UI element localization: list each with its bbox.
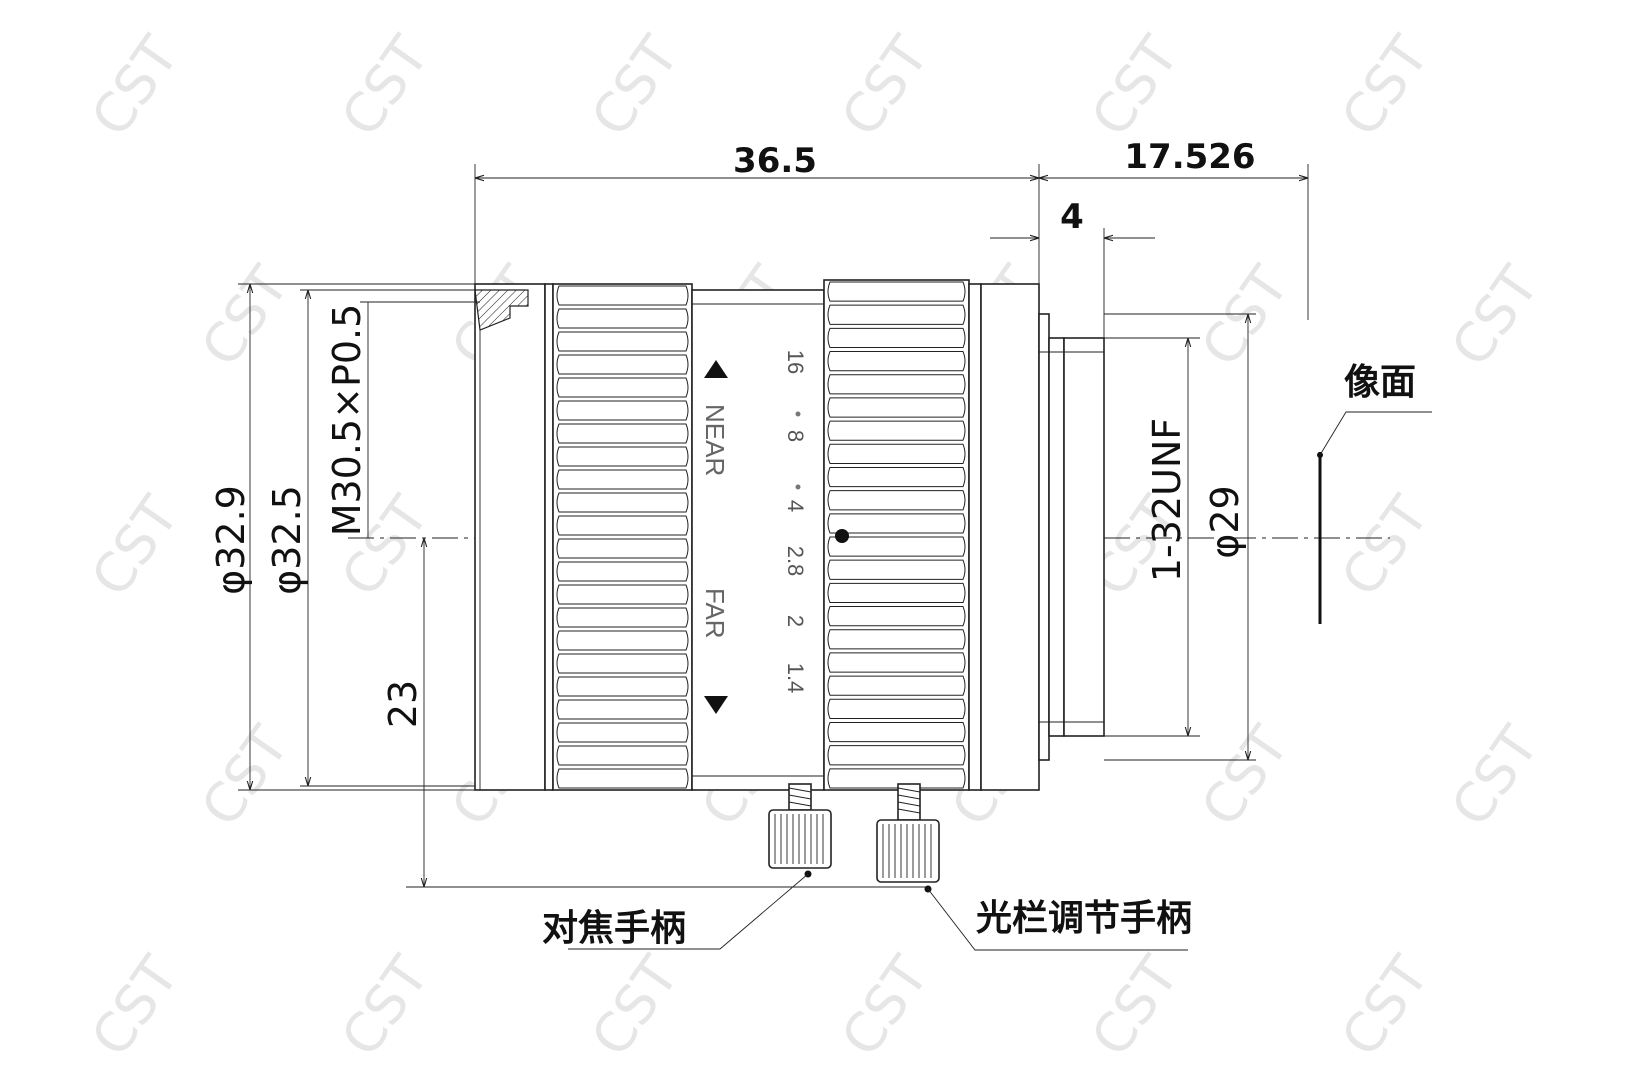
near-label: NEAR <box>700 404 730 476</box>
watermark-text: CST <box>1079 945 1191 1068</box>
label-image-plane: 像面 <box>1344 362 1416 403</box>
watermark-text: CST <box>79 485 191 608</box>
dim-mount-diameter: φ29 <box>1203 485 1247 558</box>
label-focus-handle: 对焦手柄 <box>542 908 686 949</box>
near-arrow-icon <box>704 360 728 378</box>
watermark-text: CST <box>1329 25 1441 148</box>
focus-handle <box>768 783 832 869</box>
watermark-text: CST <box>579 945 691 1068</box>
far-arrow-icon <box>704 696 728 714</box>
watermark-text: CST <box>1189 715 1301 838</box>
watermark-text: CST <box>189 715 301 838</box>
dim-mount-depth: 4 <box>1060 197 1084 237</box>
iris-handle <box>876 783 940 883</box>
dim-lens-length: 36.5 <box>733 141 817 181</box>
dim-barrel-diameter: φ32.5 <box>265 485 309 595</box>
watermark-text: CST <box>1079 25 1191 148</box>
watermark-text: CST <box>1329 945 1441 1068</box>
dim-flange-back: 17.526 <box>1124 137 1255 177</box>
watermark-text: CST <box>1439 715 1551 838</box>
watermark-text: CST <box>829 25 941 148</box>
dim-outer-diameter: φ32.9 <box>209 485 253 595</box>
label-iris-handle: 光栏调节手柄 <box>976 898 1192 939</box>
watermark-text: CST <box>579 25 691 148</box>
watermark-text: CST <box>329 945 441 1068</box>
aperture-value: 4 <box>783 500 808 512</box>
watermark-text: CST <box>1189 255 1301 378</box>
dim-center-height: 23 <box>381 680 425 728</box>
watermark-text: CST <box>1439 255 1551 378</box>
watermark-text: CST <box>1329 485 1441 608</box>
aperture-value: 2 <box>783 615 808 627</box>
aperture-scale: 16 8 4 2.8 2 1.4 <box>783 350 808 694</box>
index-dot <box>835 529 849 543</box>
lens-body <box>474 279 1105 791</box>
aperture-value: 8 <box>783 430 808 442</box>
watermark-text: CST <box>829 945 941 1068</box>
aperture-value: 16 <box>783 350 808 374</box>
aperture-value: 2.8 <box>783 546 808 577</box>
watermark-text: CST <box>329 25 441 148</box>
focus-ring-knurl <box>552 283 693 791</box>
watermark-text: CST <box>79 945 191 1068</box>
scale-dot <box>795 411 801 417</box>
watermark-text: CST <box>79 25 191 148</box>
far-label: FAR <box>700 588 730 639</box>
watermark-text: CST <box>189 255 301 378</box>
dim-filter-thread: M30.5×P0.5 <box>325 304 369 537</box>
dim-mount-thread: 1-32UNF <box>1145 418 1189 582</box>
scale-dot <box>795 484 801 490</box>
aperture-value: 1.4 <box>783 663 808 694</box>
